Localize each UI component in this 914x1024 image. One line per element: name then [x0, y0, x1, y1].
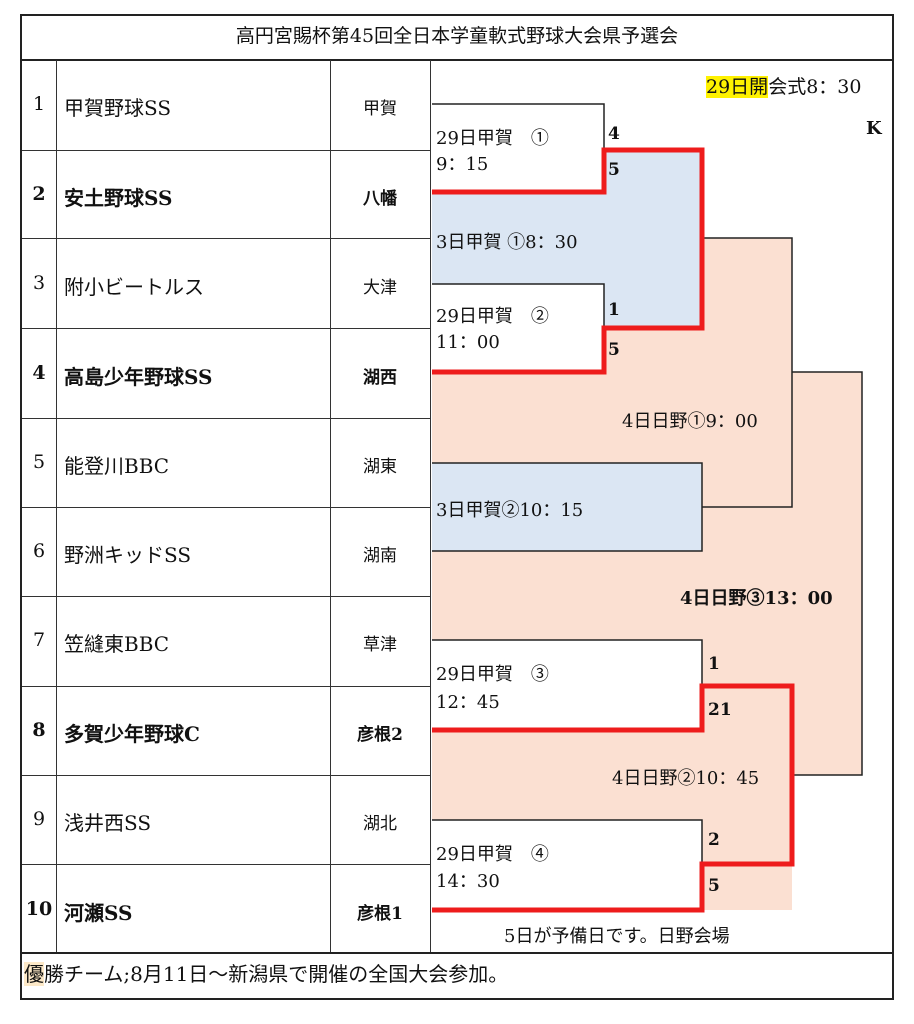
team-area: 草津 — [363, 635, 397, 655]
row-divider — [22, 507, 430, 508]
title-divider — [20, 59, 894, 61]
team-name: 野洲キッドSS — [64, 543, 192, 567]
match2-score-bottom: 5 — [608, 340, 620, 360]
team-name: 多賀少年野球C — [64, 722, 200, 746]
semifinal2-label: 4日日野②10：45 — [612, 768, 760, 789]
team-area: 湖南 — [363, 546, 397, 566]
opening-ceremony-note: 29日開会式8：30 — [706, 72, 861, 99]
bracket-lines — [432, 103, 863, 864]
team-name: 安土野球SS — [64, 186, 173, 210]
team-number: 9 — [32, 808, 46, 830]
match1-score-bottom: 5 — [608, 160, 620, 180]
opening-highlight: 29日開 — [706, 76, 769, 98]
team-area: 甲賀 — [363, 99, 397, 119]
team-area: 湖東 — [363, 457, 397, 477]
round2a-label: 3日甲賀 ①8：30 — [436, 232, 578, 253]
row-divider — [22, 864, 430, 865]
team-name: 附小ビートルス — [64, 275, 204, 299]
row-divider — [22, 150, 430, 151]
row-divider — [22, 775, 430, 776]
match2-time: 11：00 — [436, 332, 500, 353]
team-area: 湖北 — [363, 814, 397, 834]
winner-paths — [432, 147, 795, 913]
team-area: 大津 — [363, 278, 397, 298]
team-number: 3 — [32, 272, 46, 294]
row-divider — [22, 418, 430, 419]
match2-score-top: 1 — [608, 300, 620, 320]
final-label: 4日日野③13：00 — [680, 588, 833, 609]
outer-frame — [20, 14, 894, 1000]
semifinal1-label: 4日日野①9：00 — [622, 411, 758, 432]
match4-score-top: 2 — [708, 830, 720, 850]
team-number: 4 — [32, 362, 46, 384]
team-name: 浅井西SS — [64, 811, 152, 835]
team-number: 6 — [32, 540, 46, 562]
row-divider — [22, 328, 430, 329]
match3-score-bottom: 21 — [708, 700, 732, 720]
match3-date: 29日甲賀 ③ — [436, 664, 549, 685]
row-divider — [22, 596, 430, 597]
team-number: 7 — [32, 629, 46, 651]
team-name: 高島少年野球SS — [64, 365, 213, 389]
match4-time: 14：30 — [436, 871, 500, 892]
page-title: 高円宮賜杯第45回全日本学童軟式野球大会県予選会 — [235, 25, 679, 47]
area-col-divider-left — [330, 60, 331, 952]
team-name: 能登川BBC — [64, 454, 170, 478]
round2b-label: 3日甲賀②10：15 — [436, 500, 584, 521]
row-divider — [22, 238, 430, 239]
team-area: 湖西 — [363, 368, 397, 388]
footer-rest: 勝チーム;8月11日～新潟県で開催の全国大会参加。 — [44, 962, 509, 986]
final-region-fill — [432, 238, 862, 910]
match3-score-top: 1 — [708, 654, 720, 674]
row-divider — [22, 686, 430, 687]
match4-score-bottom: 5 — [708, 876, 720, 896]
opening-rest: 会式8：30 — [768, 76, 862, 98]
team-area: 彦根1 — [357, 904, 403, 924]
footer-divider — [20, 952, 894, 954]
team-area: 彦根2 — [357, 725, 403, 745]
team-name: 甲賀野球SS — [64, 96, 172, 120]
reserve-day-note: 5日が予備日です。日野会場 — [504, 926, 730, 947]
team-name: 笠縫東BBC — [64, 632, 170, 656]
footer-highlight: 優 — [24, 962, 44, 986]
match2-date: 29日甲賀 ② — [436, 306, 549, 327]
area-col-divider-right — [430, 60, 431, 952]
match4-box — [432, 820, 702, 910]
match1-score-top: 4 — [608, 124, 620, 144]
team-number: 1 — [32, 93, 46, 115]
team-number: 8 — [32, 719, 46, 741]
round2b-region-fill — [432, 463, 702, 551]
match2-box — [432, 284, 604, 372]
team-area: 八幡 — [363, 189, 397, 209]
team-number: 5 — [32, 451, 46, 473]
match3-time: 12：45 — [436, 692, 500, 713]
footer-note: 優勝チーム;8月11日～新潟県で開催の全国大会参加。 — [24, 952, 508, 998]
team-number: 10 — [25, 898, 53, 920]
k-mark: K — [866, 118, 882, 139]
match1-date: 29日甲賀 ① — [436, 128, 549, 149]
match1-time: 9：15 — [436, 154, 489, 175]
team-number: 2 — [32, 183, 46, 205]
team-name: 河瀬SS — [64, 901, 133, 925]
num-col-divider — [56, 60, 57, 952]
match1-box — [432, 104, 604, 192]
match3-box — [432, 640, 702, 730]
match4-date: 29日甲賀 ④ — [436, 844, 549, 865]
